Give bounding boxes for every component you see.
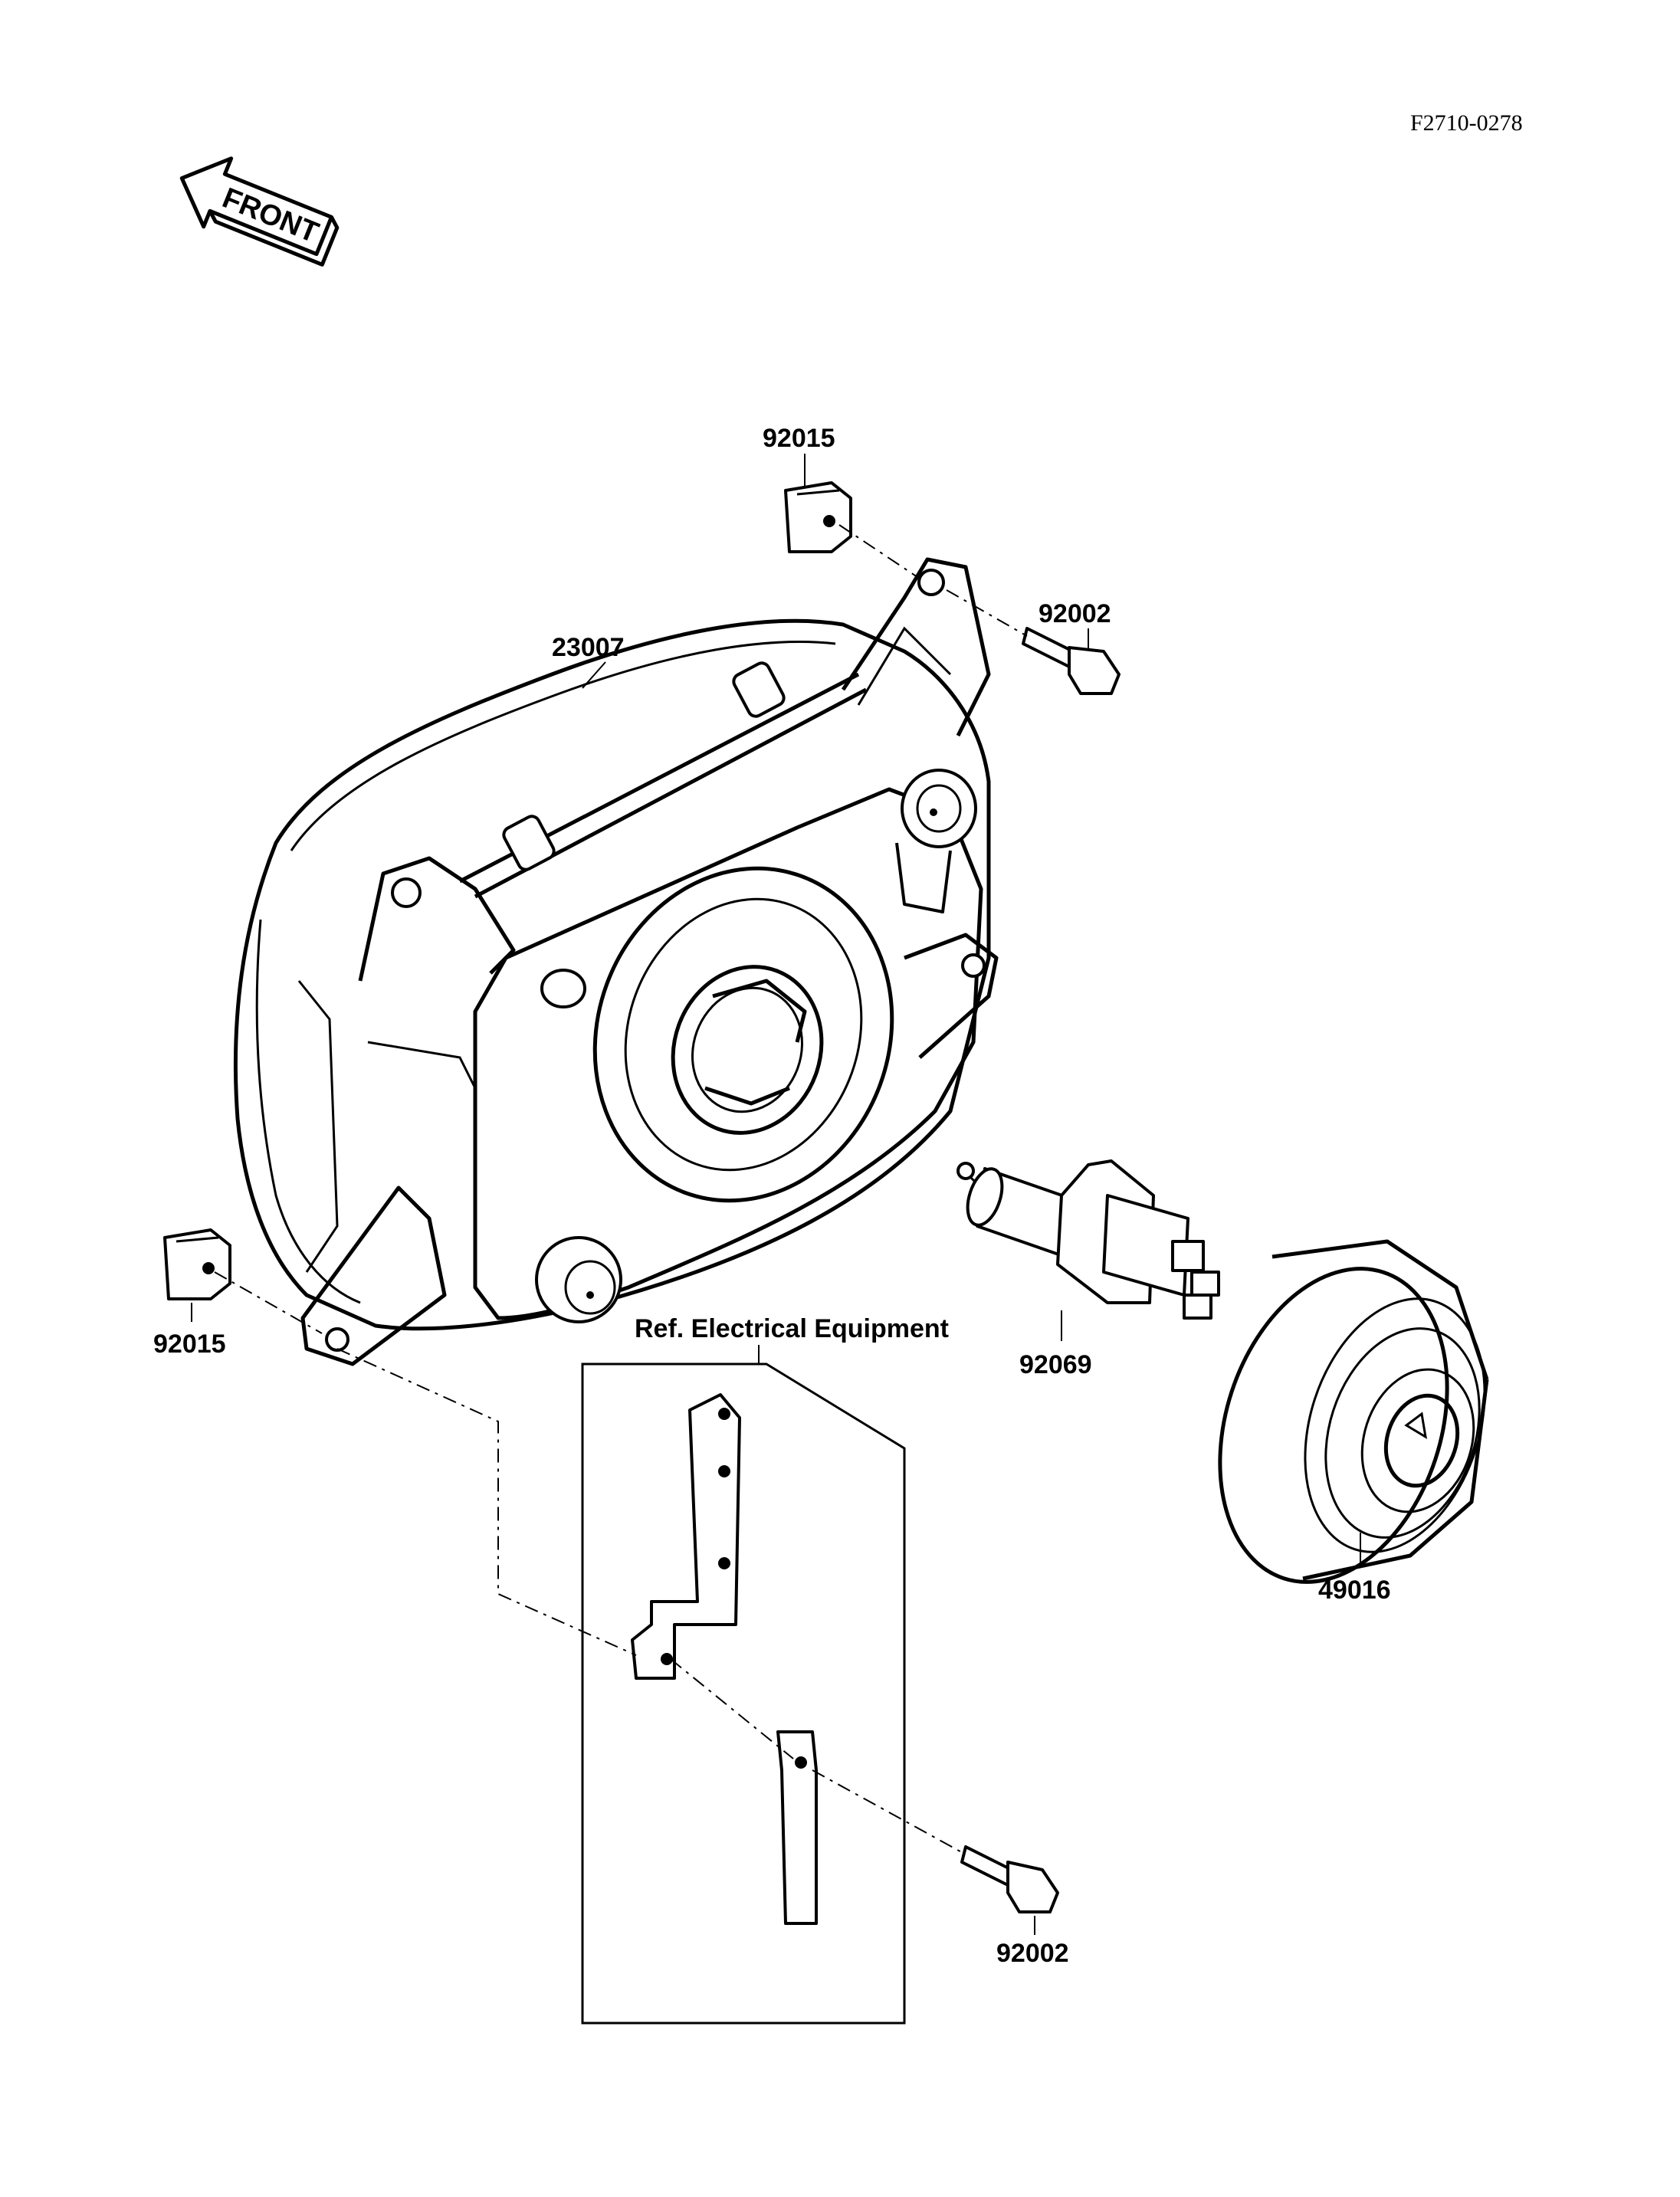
label-ref-electrical: Ref. Electrical Equipment	[635, 1314, 949, 1343]
bolt-top	[1022, 627, 1121, 695]
headlamp-bracket	[631, 1393, 741, 1680]
bolt-bottom	[960, 1845, 1059, 1913]
label-clip-top: 92015	[763, 424, 835, 453]
label-clip-left: 92015	[153, 1330, 226, 1359]
label-bolt-top: 92002	[1039, 599, 1111, 628]
label-bolt-bottom: 92002	[996, 1939, 1069, 1968]
drawing-code: F2710-0278	[1410, 110, 1523, 136]
clip-top	[784, 481, 852, 553]
rubber-cap	[1218, 1239, 1489, 1584]
clip-left	[163, 1228, 231, 1300]
label-cap: 49016	[1318, 1576, 1391, 1605]
label-bulb: 92069	[1019, 1350, 1092, 1379]
ref-box	[581, 1362, 906, 2025]
label-headlamp-unit: 23007	[552, 633, 625, 662]
front-arrow: FRONT	[179, 156, 340, 267]
headlamp-unit	[233, 557, 999, 1366]
ground-strap	[776, 1730, 818, 1925]
headlight-bulb	[956, 1159, 1220, 1320]
